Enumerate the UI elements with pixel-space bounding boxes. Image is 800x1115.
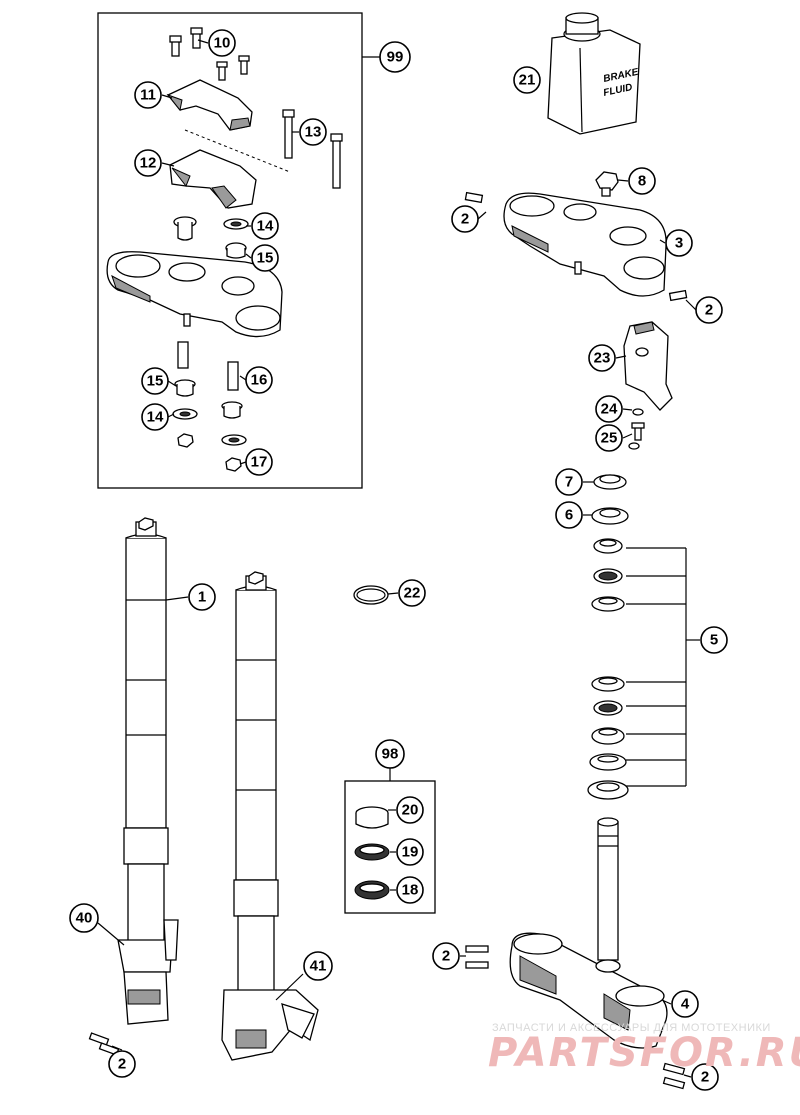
fork-leg-right [221,571,319,1061]
svg-text:15: 15 [147,373,164,390]
svg-text:17: 17 [251,454,268,471]
callout-41: 41 [303,951,333,981]
callout-2-left-fork: 2 [108,1050,136,1078]
bearing-kit-bracket [626,547,700,787]
svg-text:5: 5 [710,632,718,649]
svg-text:2: 2 [701,1069,709,1086]
watermark-brand: PARTSFOR.RU [488,1030,800,1076]
svg-text:41: 41 [310,958,327,975]
callout-8: 8 [628,167,656,195]
fork-leg-part-1 [117,517,179,1025]
callout-11: 11 [134,81,162,109]
svg-text:22: 22 [404,585,421,602]
callout-12: 12 [134,149,162,177]
callout-14-upper: 14 [251,212,279,240]
svg-text:6: 6 [565,507,573,524]
callout-2-upper-clamp: 2 [451,205,479,233]
svg-text:3: 3 [675,235,683,252]
bolt-part-2-lower-clamp [465,945,686,1090]
callout-22: 22 [398,579,426,607]
bolt-part-13 [282,109,343,189]
svg-text:99: 99 [387,49,404,66]
lower-triple-clamp-part-4 [509,817,668,1049]
callout-10: 10 [208,29,236,57]
kit-99-frame [97,12,363,489]
svg-text:16: 16 [251,372,268,389]
callout-40: 40 [69,903,99,933]
washer-part-14 [223,218,249,259]
svg-text:8: 8 [638,173,646,190]
callout-15-lower: 15 [141,367,169,395]
bushing-part-15 [173,216,197,241]
callout-16: 16 [245,366,273,394]
callout-4: 4 [671,990,699,1018]
callout-1: 1 [188,583,216,611]
handlebar-clamp-part-11 [166,79,253,131]
callout-7: 7 [555,468,583,496]
brake-fluid-can-part-21: BRAKE FLUID [547,12,641,135]
svg-text:1: 1 [198,589,206,606]
screw-parts-24-25 [628,408,645,450]
svg-text:15: 15 [257,250,274,267]
svg-text:2: 2 [705,302,713,319]
svg-text:11: 11 [140,87,156,104]
callout-19: 19 [396,838,424,866]
bolt-part-2-left-fork [88,1032,120,1056]
callout-2-lower-clamp-right: 2 [691,1063,719,1091]
svg-text:2: 2 [461,211,469,228]
svg-text:23: 23 [594,350,611,367]
svg-text:14: 14 [257,218,274,235]
fork-seal-parts-18-20 [354,806,390,900]
svg-text:98: 98 [382,746,399,763]
svg-text:4: 4 [681,996,690,1013]
callout-5: 5 [700,626,728,654]
callout-13: 13 [299,118,327,146]
steering-head-bearings [587,474,629,800]
svg-text:19: 19 [402,844,419,861]
svg-text:10: 10 [214,35,231,52]
callout-2-lower-clamp: 2 [432,942,460,970]
svg-text:21: 21 [519,72,536,89]
upper-triple-clamp-kit [106,251,283,338]
callout-6: 6 [555,501,583,529]
callout-21: 21 [513,66,541,94]
upper-triple-clamp-part-3 [464,171,688,302]
svg-text:40: 40 [76,910,93,927]
callout-20: 20 [396,796,424,824]
callout-14-lower: 14 [141,403,169,431]
callout-23: 23 [588,344,616,372]
svg-text:13: 13 [305,124,322,141]
callout-98: 98 [375,739,405,769]
callout-99: 99 [379,41,411,73]
svg-text:18: 18 [402,882,419,899]
callout-3: 3 [665,229,693,257]
callout-24: 24 [595,395,623,423]
callout-17: 17 [245,448,273,476]
callout-15-upper: 15 [251,244,279,272]
handlebar-mount-part-12 [169,149,257,209]
svg-text:25: 25 [601,430,618,447]
svg-text:12: 12 [140,155,157,172]
pin-part-16 [177,341,239,391]
bolt-part-10 [169,27,250,81]
svg-text:7: 7 [565,474,573,491]
svg-text:24: 24 [601,401,618,418]
callout-2-upper-clamp-right: 2 [695,296,723,324]
svg-text:2: 2 [118,1056,126,1073]
callout-25: 25 [595,424,623,452]
svg-text:20: 20 [402,802,419,819]
lower-hardware-kit [172,379,247,472]
svg-text:2: 2 [442,948,450,965]
cable-guide-part-23 [623,321,673,411]
leader-lines [97,39,697,1078]
svg-text:14: 14 [147,409,164,426]
watermark-tagline: ЗАПЧАСТИ И АКСЕССУАРЫ ДЛЯ МОТОТЕХНИКИ [492,1022,771,1034]
callout-18: 18 [396,876,424,904]
